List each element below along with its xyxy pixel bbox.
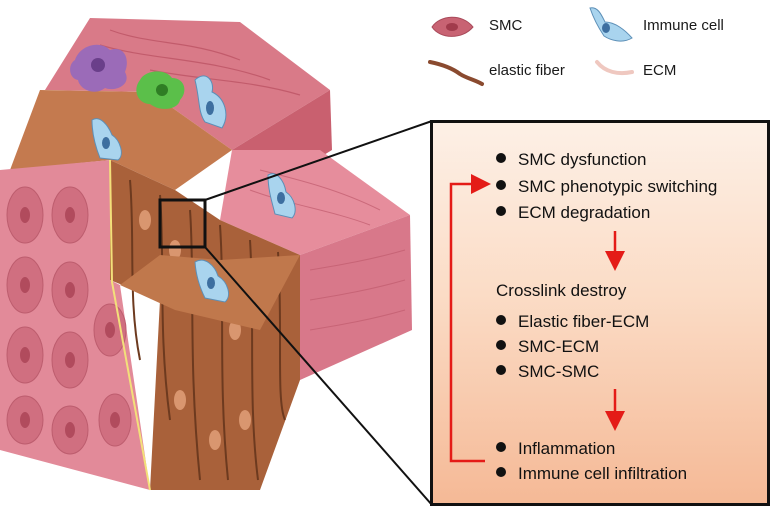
immune-cell-top bbox=[194, 75, 227, 129]
bullet bbox=[496, 467, 506, 477]
left-face-nuclei bbox=[20, 207, 120, 438]
media-right-side bbox=[300, 215, 412, 380]
media-right-top bbox=[220, 150, 410, 255]
zoom-line-bottom bbox=[204, 246, 433, 506]
crosslink-heading: Crosslink destroy bbox=[496, 281, 627, 300]
immune-cell-step bbox=[194, 259, 229, 303]
group2-item-3: SMC-SMC bbox=[496, 362, 599, 382]
group1-item-1-text: SMC dysfunction bbox=[518, 150, 647, 169]
group1-item-2: SMC phenotypic switching bbox=[496, 177, 717, 197]
group3-item-1: Inflammation bbox=[496, 439, 615, 459]
panel-arrows bbox=[449, 174, 625, 463]
immune-cell-media-1 bbox=[91, 118, 122, 161]
group3-item-1-text: Inflammation bbox=[518, 439, 616, 458]
bullet bbox=[496, 365, 506, 375]
legend-elastic-fiber-label: elastic fiber bbox=[489, 62, 565, 79]
purple-immune-cell bbox=[70, 44, 127, 92]
group2-item-2: SMC-ECM bbox=[496, 337, 599, 357]
feedback-loop-arrow bbox=[449, 174, 491, 463]
group1-item-1: SMC dysfunction bbox=[496, 150, 647, 170]
bullet bbox=[496, 442, 506, 452]
group2-item-2-text: SMC-ECM bbox=[518, 337, 600, 356]
group1-item-3: ECM degradation bbox=[496, 203, 650, 223]
immune-cell-icon bbox=[589, 7, 633, 42]
group1-item-2-text: SMC phenotypic switching bbox=[518, 177, 718, 196]
group2-item-1-text: Elastic fiber-ECM bbox=[518, 312, 650, 331]
mechanism-panel: SMC dysfunction SMC phenotypic switching… bbox=[430, 120, 770, 506]
group2-item-3-text: SMC-SMC bbox=[518, 362, 600, 381]
legend-smc-label: SMC bbox=[489, 17, 523, 34]
inner-elastic-lamina bbox=[109, 159, 151, 491]
immune-cell-right bbox=[267, 173, 296, 219]
green-immune-cell bbox=[136, 71, 185, 109]
group1-item-3-text: ECM degradation bbox=[518, 203, 651, 222]
legend-immune-cell-label: Immune cell bbox=[643, 17, 724, 34]
bullet bbox=[496, 206, 506, 216]
elastic-fiber-icon bbox=[428, 60, 484, 86]
zoom-region-box bbox=[158, 198, 207, 249]
bullet bbox=[496, 340, 506, 350]
media-top-surface bbox=[10, 90, 232, 190]
bullet bbox=[496, 153, 506, 163]
group3-item-2-text: Immune cell infiltration bbox=[518, 464, 688, 483]
smc-icon bbox=[431, 16, 474, 37]
bullet bbox=[496, 315, 506, 325]
legend-ecm-label: ECM bbox=[643, 62, 677, 79]
group2-item-1: Elastic fiber-ECM bbox=[496, 312, 649, 332]
ecm-icon bbox=[595, 60, 634, 76]
bullet bbox=[496, 180, 506, 190]
group3-item-2: Immune cell infiltration bbox=[496, 464, 687, 484]
zoom-line-top bbox=[204, 120, 433, 201]
